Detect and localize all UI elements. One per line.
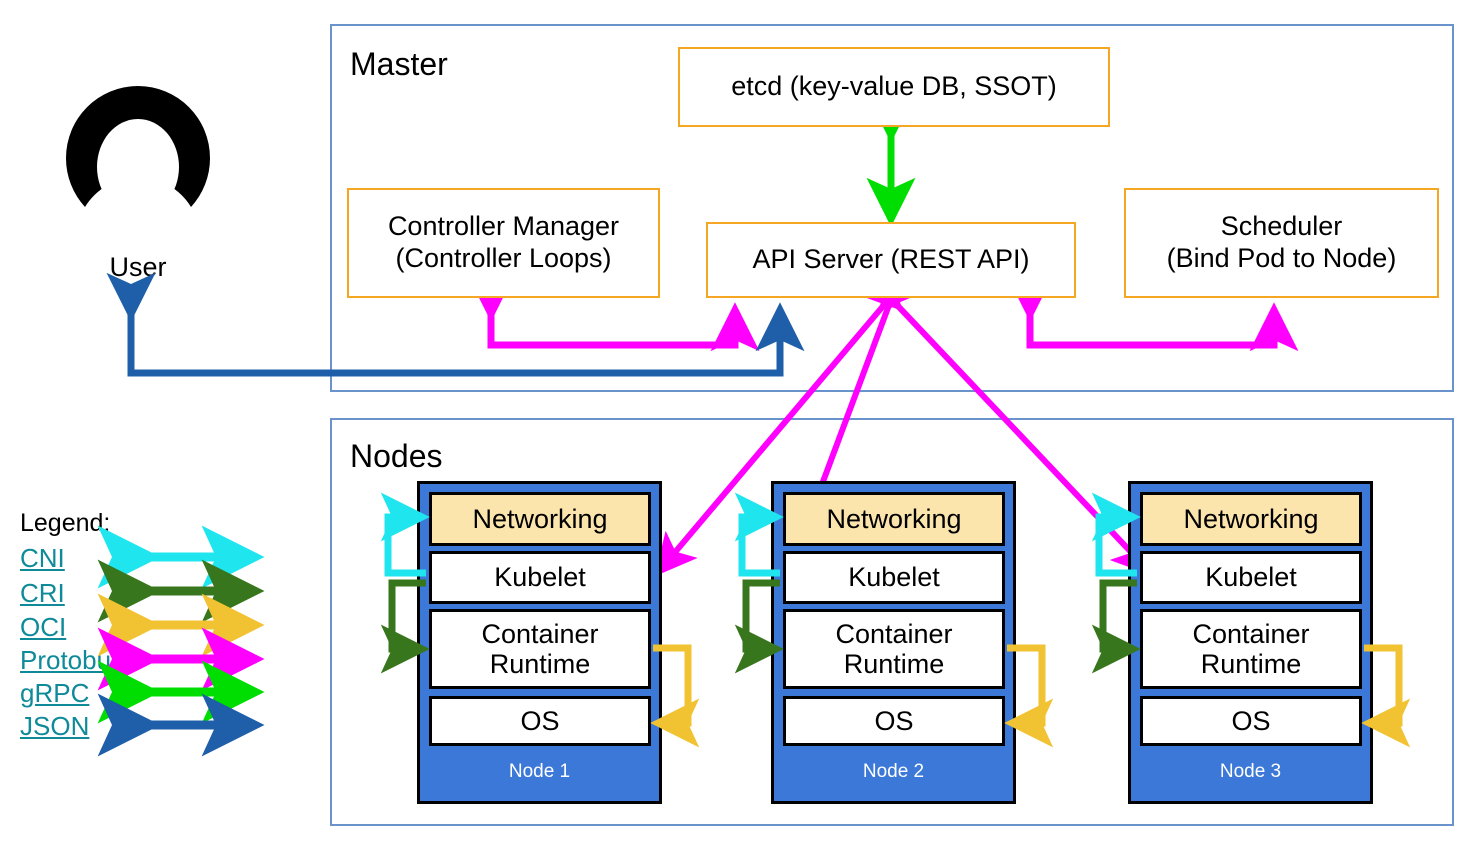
node1-layer-networking[interactable]: Networking [429,492,651,546]
node3-runtime-line1: Container [1192,618,1310,649]
connector-cri-node2 [734,579,784,674]
master-title: Master [350,46,448,82]
node3-runtime-line2: Runtime [1200,649,1302,679]
connector-cni-node2 [734,492,784,577]
component-etcd[interactable]: etcd (key-value DB, SSOT) [678,47,1110,127]
legend-item-cri[interactable]: CRI [20,578,65,608]
node1-layer-kubelet[interactable]: Kubelet [429,551,651,604]
legend-item-grpc[interactable]: gRPC [20,678,90,708]
node1-layer-container-runtime[interactable]: Container Runtime [429,609,651,689]
node2-layer-os[interactable]: OS [783,696,1005,746]
node2-runtime-line2: Runtime [843,649,945,679]
connector-oci-node2 [1004,644,1054,748]
node1-runtime-line1: Container [481,618,599,649]
node2-layer-networking[interactable]: Networking [783,492,1005,546]
scheduler-line1: Scheduler [1220,211,1343,242]
node2-layer-kubelet[interactable]: Kubelet [783,551,1005,604]
node3-layer-kubelet[interactable]: Kubelet [1140,551,1362,604]
controller-manager-line2: (Controller Loops) [395,243,612,273]
node2-runtime-line1: Container [835,618,953,649]
legend-item-cni[interactable]: CNI [20,543,65,573]
node1-runtime-line2: Runtime [489,649,591,679]
component-scheduler[interactable]: Scheduler (Bind Pod to Node) [1124,188,1439,298]
node3-layer-networking[interactable]: Networking [1140,492,1362,546]
node2-layer-container-runtime[interactable]: Container Runtime [783,609,1005,689]
nodes-title: Nodes [350,438,443,474]
component-controller-manager[interactable]: Controller Manager (Controller Loops) [347,188,660,298]
connector-cri-node3 [1091,579,1141,674]
user-avatar-icon [65,86,211,215]
legend-item-json[interactable]: JSON [20,711,90,741]
node3-name: Node 3 [1219,761,1282,782]
node-card-1[interactable]: Networking Kubelet Container Runtime OS … [417,481,662,804]
node3-layer-container-runtime[interactable]: Container Runtime [1140,609,1362,689]
component-api-server[interactable]: API Server (REST API) [706,222,1076,298]
node-card-2[interactable]: Networking Kubelet Container Runtime OS … [771,481,1016,804]
controller-manager-line1: Controller Manager [387,211,620,242]
connector-oci-node3 [1361,644,1411,748]
node-card-3[interactable]: Networking Kubelet Container Runtime OS … [1128,481,1373,804]
legend-item-oci[interactable]: OCI [20,612,67,642]
node1-layer-os[interactable]: OS [429,696,651,746]
connector-cri-node1 [380,579,430,674]
connector-cni-node1 [380,492,430,577]
legend-title: Legend: [20,509,111,537]
connector-cni-node3 [1091,492,1141,577]
node2-name: Node 2 [862,761,925,782]
connector-oci-node1 [650,644,700,748]
node3-layer-os[interactable]: OS [1140,696,1362,746]
node1-name: Node 1 [508,761,571,782]
scheduler-line2: (Bind Pod to Node) [1166,243,1397,273]
